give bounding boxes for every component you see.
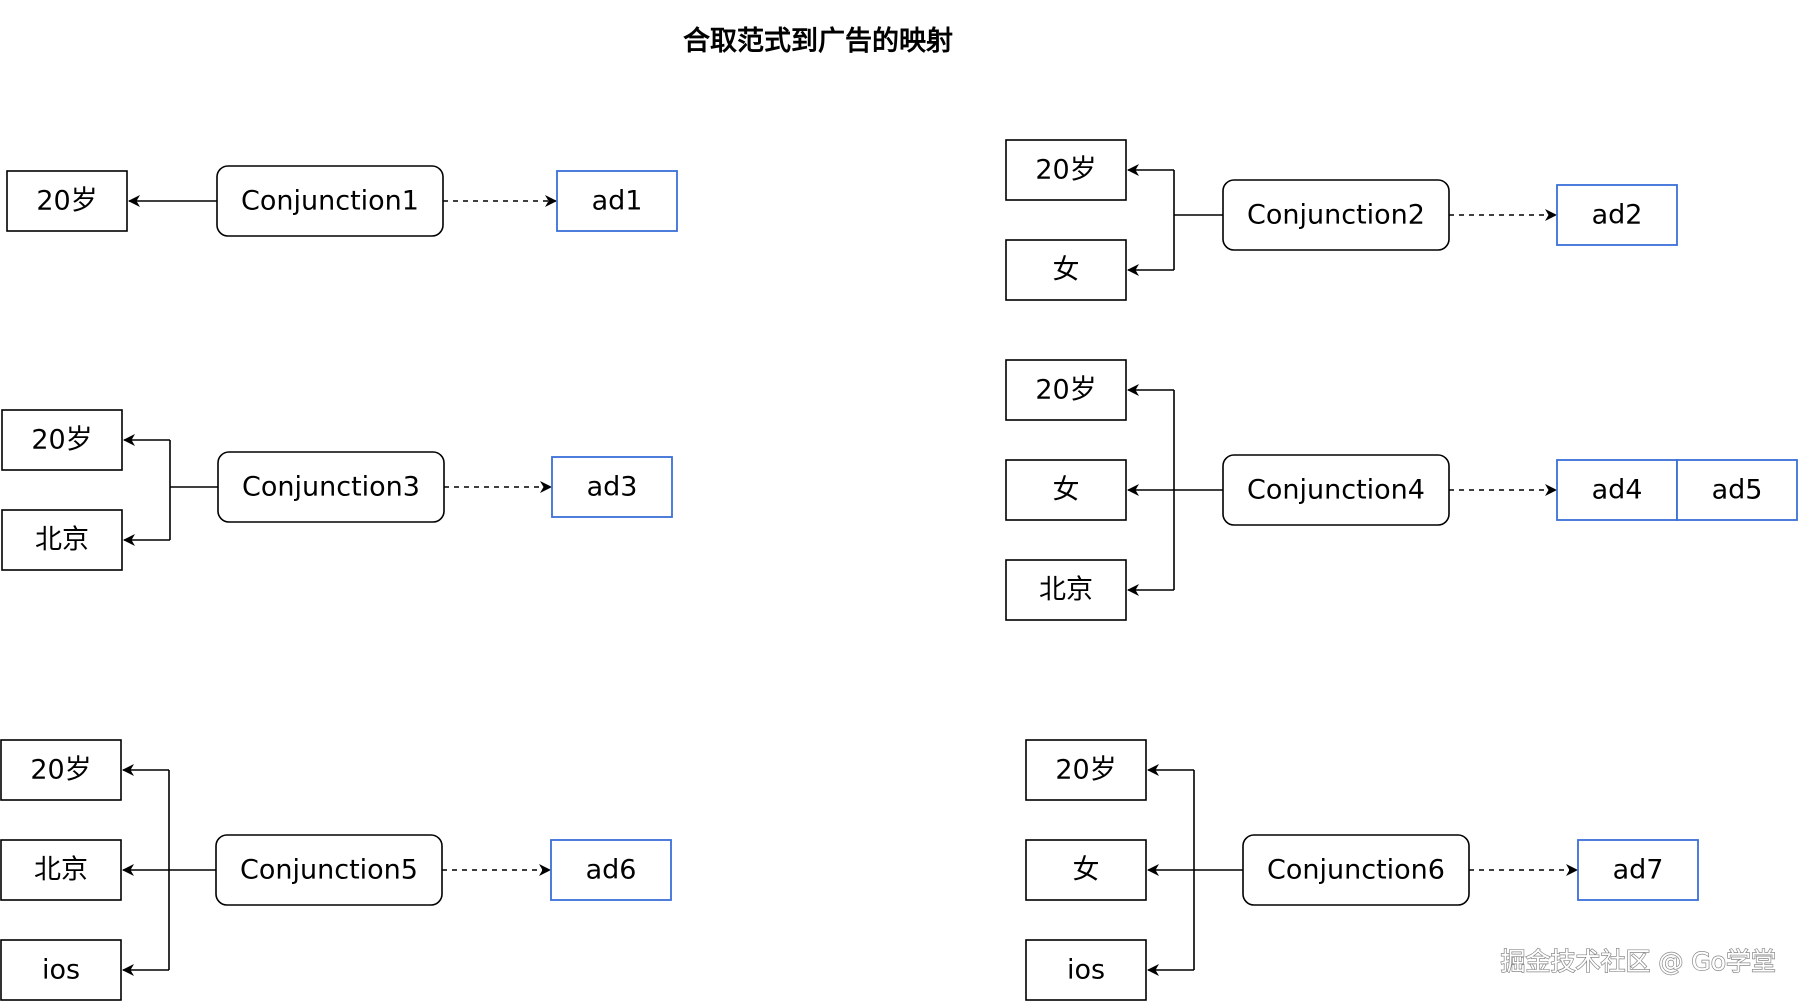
attribute-label: 北京: [35, 525, 89, 556]
attribute-label: 20岁: [30, 755, 91, 786]
attribute-label: 20岁: [36, 186, 97, 217]
attribute-node: [1025, 739, 1147, 801]
attribute-label: 20岁: [1035, 375, 1096, 406]
diagram-title: 合取范式到广告的映射: [683, 25, 953, 57]
ad-label: ad3: [587, 472, 638, 503]
ad-node: [1577, 839, 1699, 901]
ad-node: [1556, 459, 1678, 521]
ad-label: ad7: [1613, 855, 1664, 886]
attribute-node: [0, 739, 122, 801]
attribute-label: 北京: [1039, 575, 1093, 606]
attribute-node: [1005, 239, 1127, 301]
ad-label: ad1: [592, 186, 643, 217]
ad-label: ad4: [1592, 475, 1643, 506]
conjunction-label: Conjunction2: [1247, 200, 1425, 231]
attribute-label: 20岁: [1055, 755, 1116, 786]
attribute-label: ios: [1067, 955, 1105, 986]
attribute-label: 20岁: [1035, 155, 1096, 186]
conjunction-label: Conjunction5: [240, 855, 418, 886]
attribute-node: [1005, 559, 1127, 621]
attribute-label: 北京: [34, 855, 88, 886]
conjunction-label: Conjunction4: [1247, 475, 1425, 506]
ad-node: [550, 839, 672, 901]
ad-node: [556, 170, 678, 232]
ad-label: ad2: [1592, 200, 1643, 231]
ad-node: [1676, 459, 1798, 521]
attribute-node: [1, 509, 123, 571]
attribute-node: [1005, 359, 1127, 421]
ad-label: ad6: [586, 855, 637, 886]
attribute-node: [0, 839, 122, 901]
watermark: 掘金技术社区 @ Go学堂: [1500, 947, 1776, 976]
attribute-node: [0, 939, 122, 1001]
attribute-node: [1025, 839, 1147, 901]
attribute-label: 女: [1073, 855, 1100, 886]
conjunction-label: Conjunction1: [241, 186, 419, 217]
ad-node: [1556, 184, 1678, 246]
conjunction-label: Conjunction6: [1267, 855, 1445, 886]
ad-node: [551, 456, 673, 518]
ad-label: ad5: [1712, 475, 1763, 506]
attribute-label: 女: [1053, 255, 1080, 286]
attribute-label: ios: [42, 955, 80, 986]
attribute-label: 20岁: [31, 425, 92, 456]
conjunction-label: Conjunction3: [242, 472, 420, 503]
attribute-node: [1005, 139, 1127, 201]
attribute-node: [1005, 459, 1127, 521]
attribute-node: [1025, 939, 1147, 1001]
conjunction-group-1: Conjunction1 20岁 ad1: [6, 165, 678, 237]
attribute-label: 女: [1053, 475, 1080, 506]
attribute-node: [1, 409, 123, 471]
attribute-node: [6, 170, 128, 232]
